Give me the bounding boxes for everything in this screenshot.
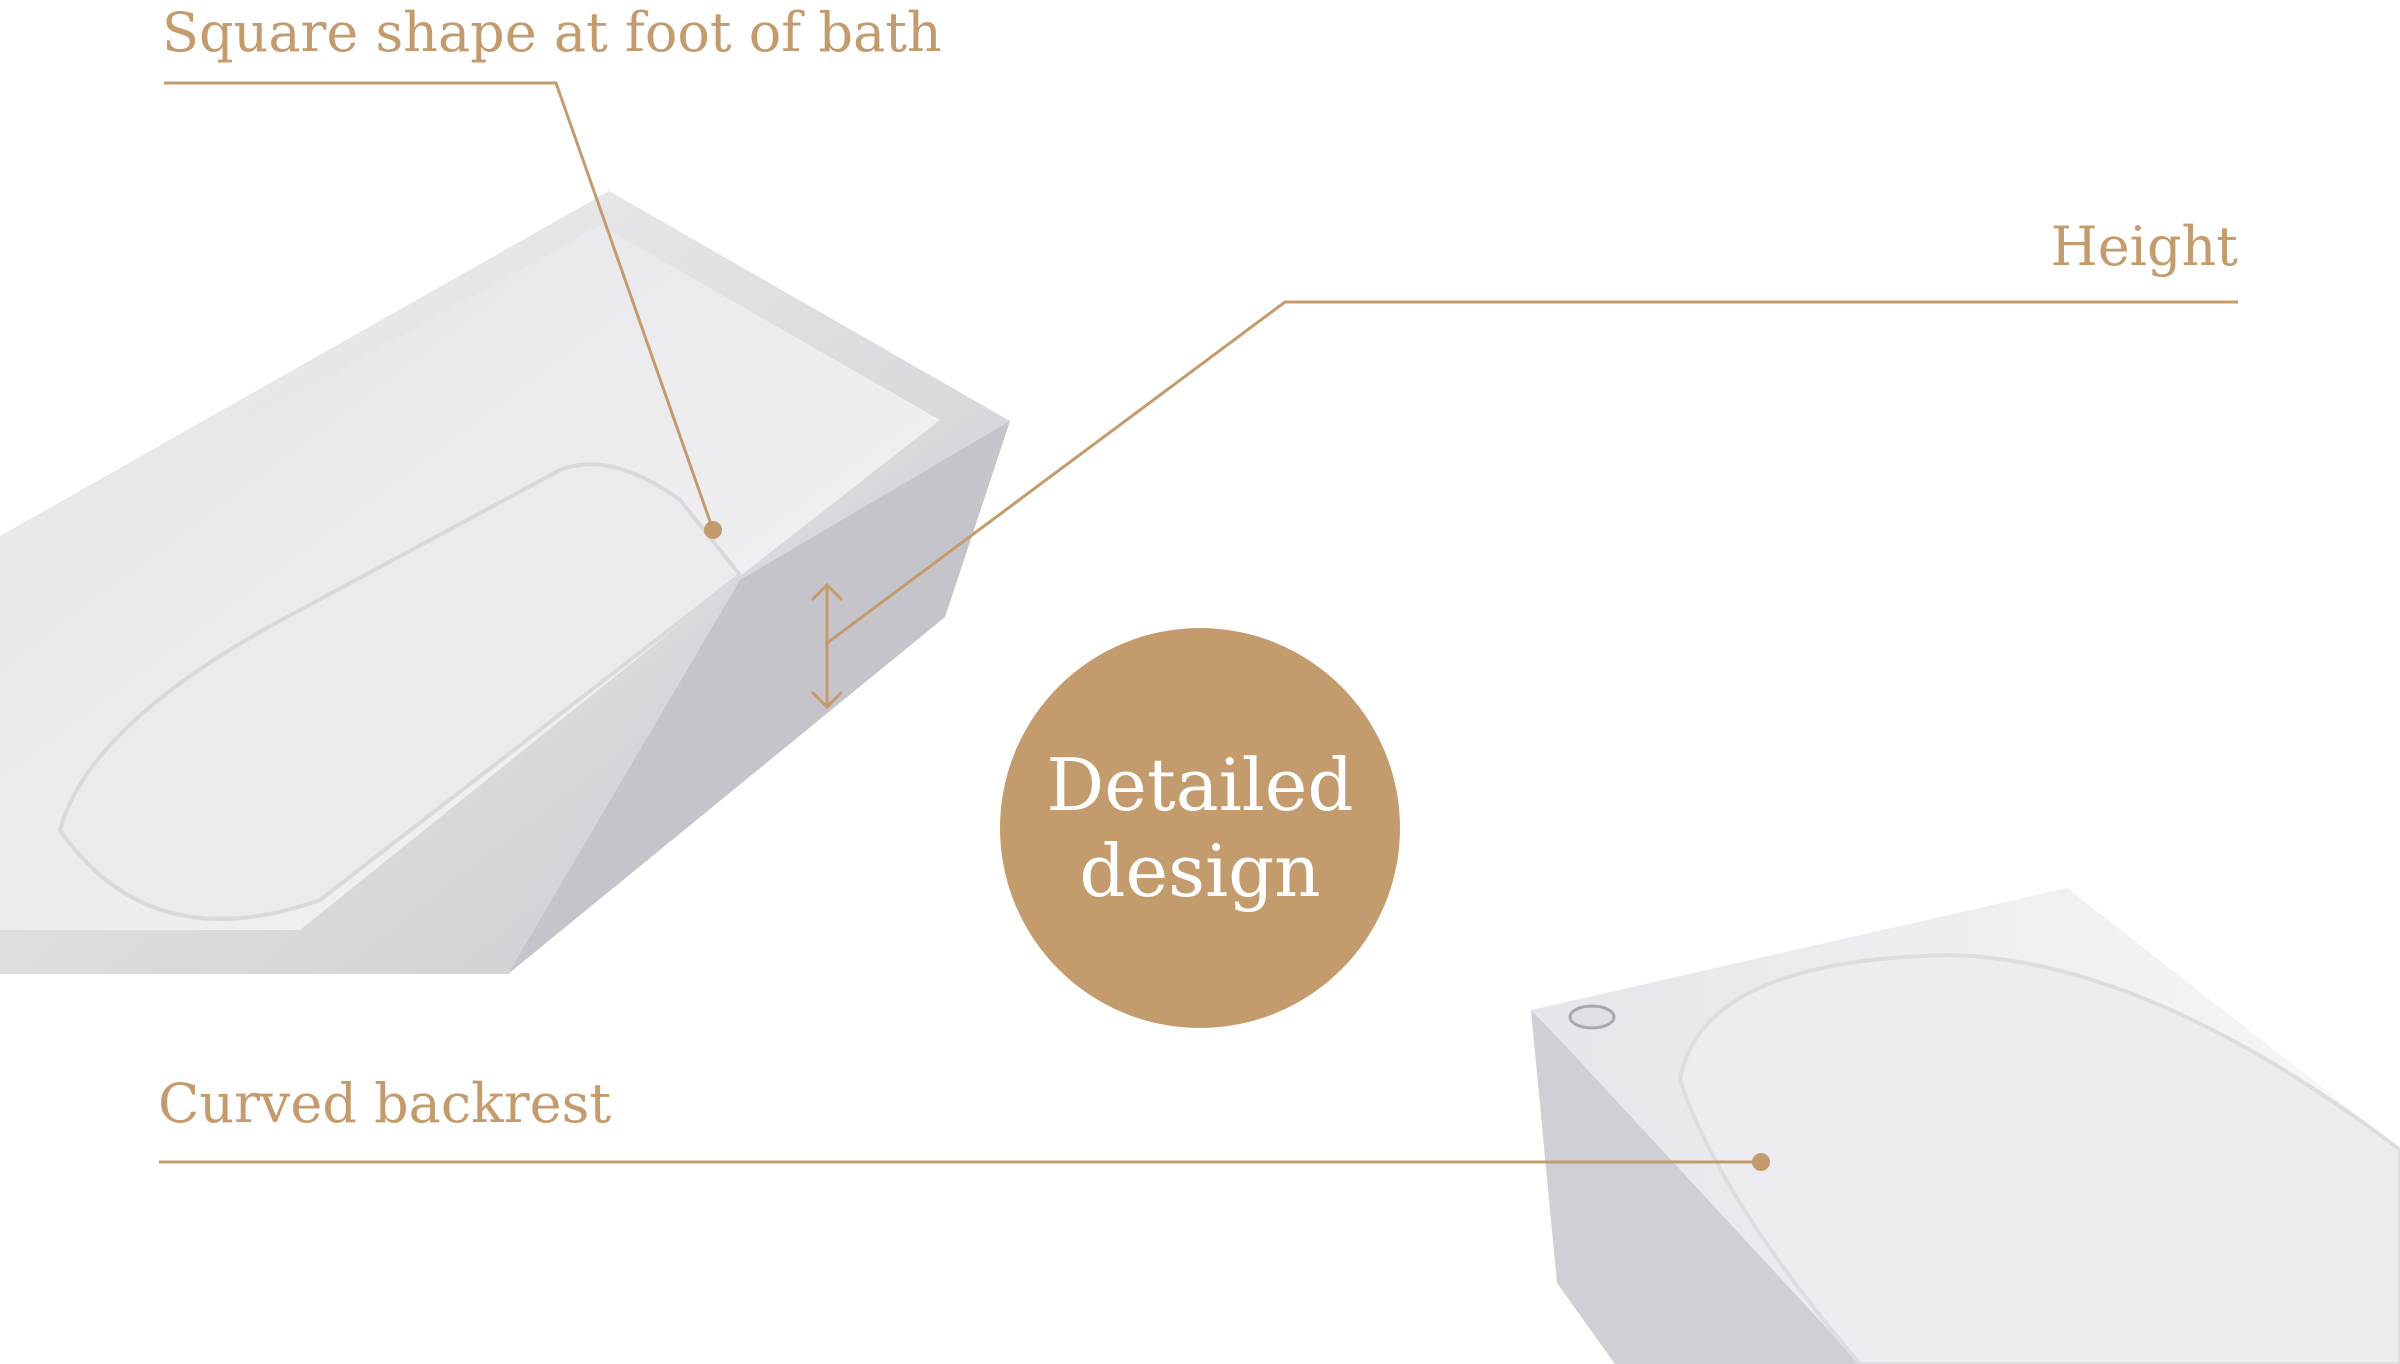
- backrest-marker-dot: [1752, 1153, 1770, 1171]
- callout-lines: [159, 81, 2238, 1164]
- height-double-arrow-icon: [810, 582, 844, 710]
- bathtub-image-bottom: [1531, 888, 2400, 1364]
- detailed-design-badge: Detailed design: [1000, 628, 1400, 1028]
- height-leader-line: [826, 300, 2238, 645]
- badge-line-2: design: [1079, 829, 1321, 913]
- badge-line-1: Detailed: [1046, 742, 1354, 827]
- foot-annotation-label: Square shape at foot of bath: [162, 1, 942, 64]
- backrest-annotation-label: Curved backrest: [158, 1072, 612, 1135]
- height-annotation-label: Height: [2050, 215, 2238, 278]
- foot-marker-dot: [704, 521, 722, 539]
- drain-button-icon: [1568, 1004, 1616, 1030]
- bathtub-image-top: [0, 191, 1010, 974]
- foot-leader-line: [164, 81, 715, 531]
